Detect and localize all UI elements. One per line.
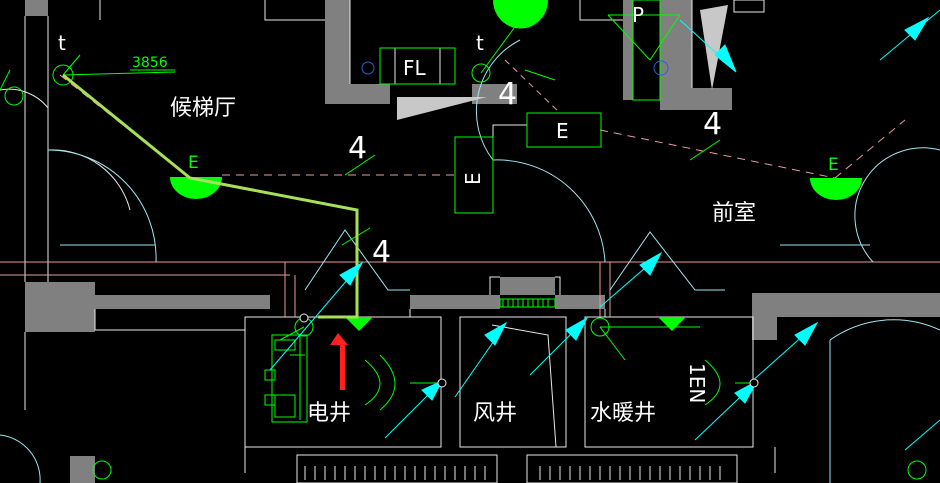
label-air-shaft: 风井 [473, 401, 517, 426]
label-4-a: 4 [348, 131, 367, 166]
vent-grille-left [304, 466, 486, 480]
door-wedge-right [700, 5, 728, 90]
label-elevator-hall: 候梯厅 [170, 96, 236, 121]
cyan-arrows [269, 9, 940, 451]
junction-triangle-left [345, 317, 373, 331]
label-front-room: 前室 [712, 201, 756, 226]
label-t1: t [58, 31, 66, 55]
junction-dots [299, 313, 759, 388]
label-fl: FL [403, 56, 427, 80]
door-wedge-left [397, 97, 487, 120]
label-e-box-vert: E [461, 172, 485, 185]
label-e-box-right: E [556, 119, 569, 143]
label-plumbing-shaft: 水暖井 [590, 401, 656, 426]
number-labels: 4 4 4 4 [348, 77, 722, 270]
door-swings [0, 39, 940, 483]
label-4-d: 4 [703, 107, 722, 142]
green-labels: 3856 E E [132, 55, 839, 175]
walls [25, 0, 940, 483]
label-4-b: 4 [372, 235, 391, 270]
junction-triangle-right [658, 317, 686, 331]
label-4-c: 4 [498, 77, 517, 112]
cable-route [62, 73, 359, 319]
hatched-bar [499, 298, 556, 308]
lamp-top [493, 0, 548, 29]
label-t2: t [476, 31, 484, 55]
vent-grille-right [539, 466, 721, 480]
room-labels: 候梯厅 前室 电井 风井 水暖井 [170, 96, 756, 426]
red-arrow [330, 333, 348, 390]
label-3856: 3856 [132, 55, 168, 71]
pink-wiring [0, 59, 940, 317]
label-e-lamp-left: E [188, 153, 199, 173]
label-1en: 1EN [685, 363, 709, 403]
label-p: P [632, 3, 644, 27]
label-e-lamp-right: E [828, 155, 839, 175]
label-electrical-shaft: 电井 [307, 401, 351, 426]
lamp-front-room [810, 178, 862, 200]
equipment-labels: FL P E E t t [58, 3, 644, 185]
